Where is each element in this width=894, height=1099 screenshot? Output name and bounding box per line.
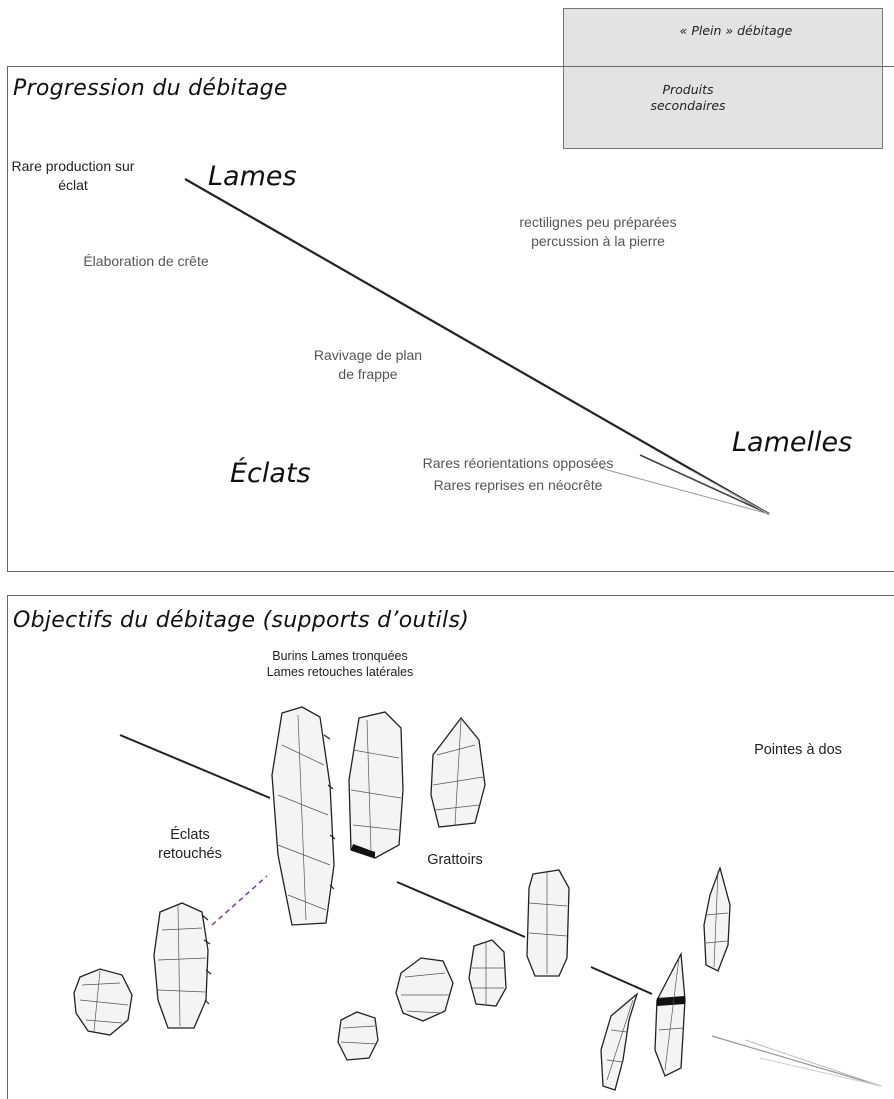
rectilignes-label: rectilignes peu préparées percussion à l… xyxy=(503,213,693,251)
objectifs-title: Objectifs du débitage (supports d’outils… xyxy=(13,608,469,633)
progression-panel: Progression du débitage Rare production … xyxy=(7,66,894,572)
flake-icon xyxy=(70,965,140,1040)
grattoirs-label: Grattoirs xyxy=(415,851,495,870)
backed-point-icon xyxy=(700,865,735,975)
blade-segment-icon xyxy=(523,868,573,980)
lateral-retouch-blade-icon xyxy=(425,715,490,830)
backed-bladelet-icon xyxy=(651,950,689,1080)
blade-icon xyxy=(268,705,340,930)
eclats-retouches-label: Éclats retouchés xyxy=(145,826,235,864)
endscraper-icon xyxy=(393,955,455,1023)
bladelet-icon xyxy=(597,990,642,1093)
eclats-label: Éclats xyxy=(230,458,311,489)
elaboration-label: Élaboration de crête xyxy=(56,252,236,271)
full-debitage-label: « Plein » débitage xyxy=(676,23,796,39)
progression-title: Progression du débitage xyxy=(13,76,288,101)
endscraper-tall-icon xyxy=(466,938,508,1008)
retouched-flake-icon xyxy=(150,900,215,1035)
burins-label: Burins Lames tronquées Lames retouches l… xyxy=(255,648,425,680)
lamelles-label: Lamelles xyxy=(732,427,852,458)
reorientations-label: Rares réorientations opposées xyxy=(398,454,638,473)
rare-production-label: Rare production sur éclat xyxy=(8,157,138,195)
reprises-label: Rares reprises en néocrête xyxy=(398,476,638,495)
lames-label: Lames xyxy=(208,161,297,192)
pointes-label: Pointes à dos xyxy=(743,741,853,760)
endscraper-small-icon xyxy=(335,1010,380,1062)
ravivage-label: Ravivage de plan de frappe xyxy=(308,346,428,384)
truncated-blade-icon xyxy=(345,710,407,860)
objectifs-panel: Objectifs du débitage (supports d’outils… xyxy=(7,595,894,1099)
